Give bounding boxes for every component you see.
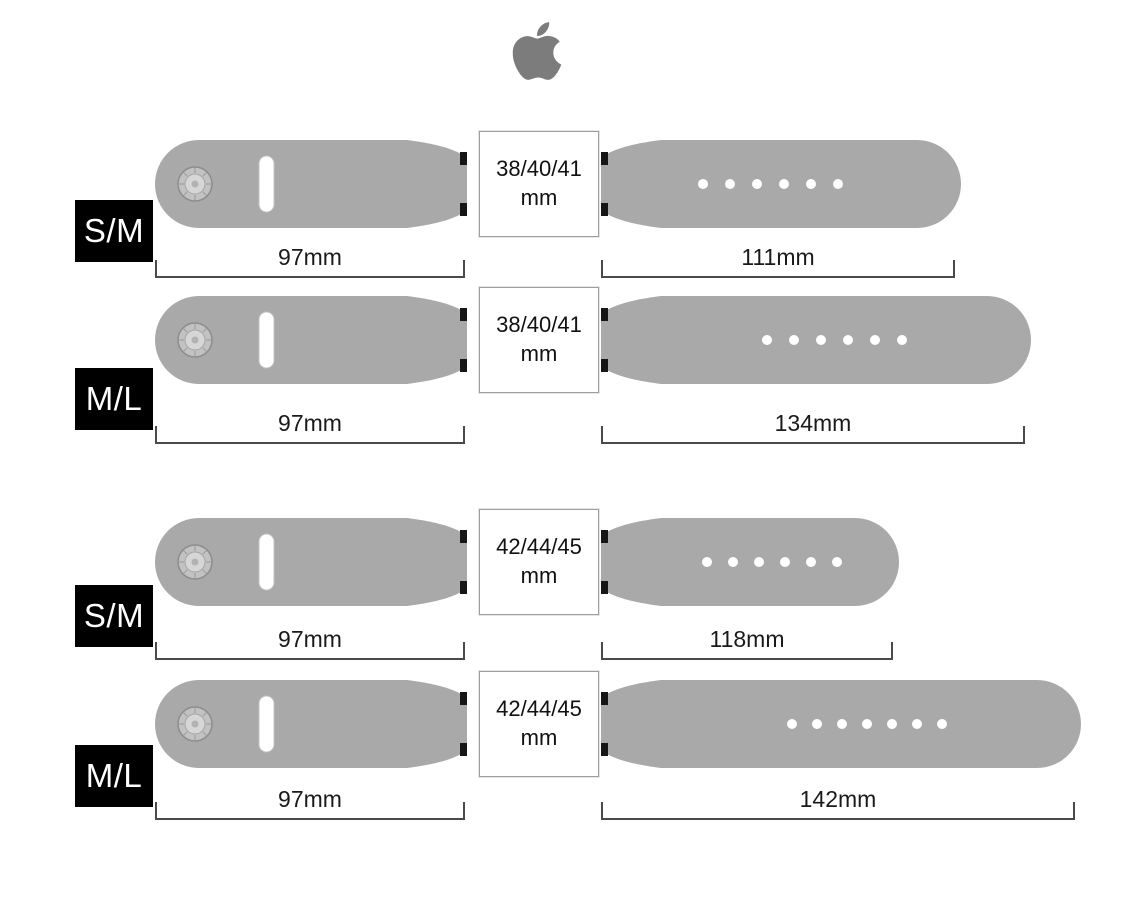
case-size-unit: mm: [520, 341, 558, 366]
case-size-unit: mm: [520, 185, 558, 210]
measurement-left-value: 97mm: [278, 244, 342, 270]
band-slot-icon: [258, 533, 275, 591]
measurement-right-value: 111mm: [741, 244, 815, 270]
case-size-unit: mm: [520, 725, 558, 750]
lug-connector-icon: [460, 203, 467, 216]
measurement-right: 134mm: [601, 406, 1025, 444]
case-size-text: 38/40/41: [496, 312, 582, 338]
watch-case-size-box: 38/40/41 mm: [479, 131, 599, 237]
measurement-right-value: 118mm: [709, 626, 785, 652]
left-band: [155, 296, 467, 384]
lug-connector-icon: [601, 308, 608, 321]
right-band: [601, 680, 1081, 768]
band-holes: [787, 719, 947, 729]
band-pin-icon: [177, 322, 213, 358]
right-band: [601, 296, 1031, 384]
band-pin-icon: [177, 166, 213, 202]
lug-connector-icon: [601, 152, 608, 165]
right-band: [601, 140, 961, 228]
case-size-text: 38/40/41: [496, 156, 582, 182]
band-holes: [698, 179, 843, 189]
measurement-right: 142mm: [601, 782, 1075, 820]
lug-connector-icon: [460, 692, 467, 705]
left-band: [155, 518, 467, 606]
watch-case-size-box: 42/44/45 mm: [479, 671, 599, 777]
measurement-left: 97mm: [155, 622, 465, 660]
measurement-left-value: 97mm: [278, 626, 342, 652]
measurement-right: 111mm: [601, 240, 955, 278]
measurement-left: 97mm: [155, 406, 465, 444]
lug-connector-icon: [460, 308, 467, 321]
right-band: [601, 518, 899, 606]
measurement-right-value: 134mm: [774, 410, 852, 436]
lug-connector-icon: [460, 152, 467, 165]
band-slot-icon: [258, 311, 275, 369]
lug-connector-icon: [460, 359, 467, 372]
size-badge: S/M: [75, 585, 153, 647]
lug-connector-icon: [601, 530, 608, 543]
band-holes: [762, 335, 907, 345]
measurement-left-value: 97mm: [278, 410, 342, 436]
lug-connector-icon: [460, 530, 467, 543]
band-pin-icon: [177, 706, 213, 742]
lug-connector-icon: [601, 203, 608, 216]
measurement-right-value: 142mm: [799, 786, 877, 812]
lug-connector-icon: [601, 743, 608, 756]
band-pin-icon: [177, 544, 213, 580]
band-slot-icon: [258, 155, 275, 213]
left-band: [155, 680, 467, 768]
lug-connector-icon: [601, 692, 608, 705]
band-slot-icon: [258, 695, 275, 753]
case-size-text: 42/44/45: [496, 534, 582, 560]
lug-connector-icon: [460, 743, 467, 756]
left-band: [155, 140, 467, 228]
measurement-left-value: 97mm: [278, 786, 342, 812]
case-size-text: 42/44/45: [496, 696, 582, 722]
size-badge: M/L: [75, 368, 153, 430]
size-badge: S/M: [75, 200, 153, 262]
watch-case-size-box: 42/44/45 mm: [479, 509, 599, 615]
lug-connector-icon: [601, 581, 608, 594]
band-holes: [702, 557, 842, 567]
lug-connector-icon: [460, 581, 467, 594]
measurement-left: 97mm: [155, 782, 465, 820]
case-size-unit: mm: [520, 563, 558, 588]
watch-case-size-box: 38/40/41 mm: [479, 287, 599, 393]
apple-logo-icon: [512, 22, 562, 80]
measurement-right: 118mm: [601, 622, 893, 660]
size-badge: M/L: [75, 745, 153, 807]
lug-connector-icon: [601, 359, 608, 372]
measurement-left: 97mm: [155, 240, 465, 278]
